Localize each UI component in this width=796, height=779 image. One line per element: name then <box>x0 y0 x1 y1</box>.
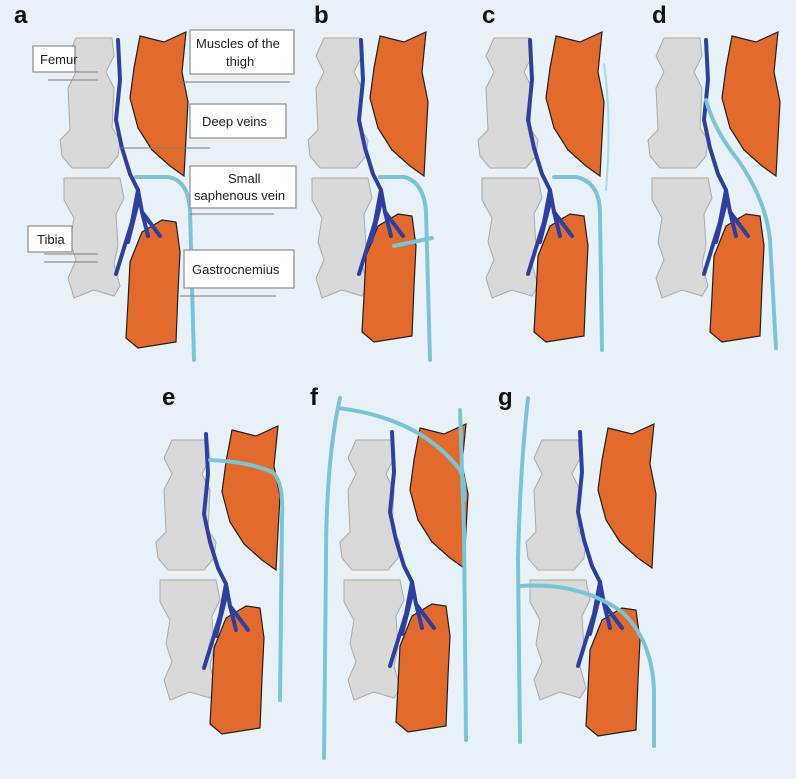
gastrocnemius-a <box>126 220 180 348</box>
bones-a <box>60 38 124 298</box>
panel-letter-e: e <box>162 384 175 411</box>
panel-f <box>324 398 468 758</box>
panel-b <box>308 32 432 360</box>
small-saphenous-label-line2: saphenous vein <box>194 188 285 203</box>
small-saphenous-vein-g-vertical <box>518 398 528 742</box>
panel-c <box>478 32 609 350</box>
thigh-muscle-a <box>130 32 188 176</box>
small-saphenous-vein-f-inner <box>460 410 466 740</box>
panel-d <box>648 32 780 348</box>
panel-letter-g: g <box>498 384 513 411</box>
panel-e <box>156 426 282 734</box>
small-saphenous-label-line1: Small <box>228 171 261 186</box>
panel-letter-c: c <box>482 2 495 29</box>
panel-letter-a: a <box>14 2 28 29</box>
thigh-muscles-label-line2: thigh <box>226 54 254 69</box>
panel-g <box>518 398 656 746</box>
panel-letter-b: b <box>314 2 329 29</box>
gastrocnemius-label: Gastrocnemius <box>192 262 280 277</box>
tibia-label: Tibia <box>37 232 65 247</box>
deep-veins-label: Deep veins <box>202 114 268 129</box>
ssv-extension-c <box>604 64 609 190</box>
panel-letter-f: f <box>310 384 319 411</box>
femur-label: Femur <box>40 52 78 67</box>
panel-a: Femur Tibia Muscles of the thigh Deep ve… <box>28 30 296 360</box>
thigh-muscles-label-line1: Muscles of the <box>196 36 280 51</box>
small-saphenous-vein-f-outer <box>324 398 340 758</box>
panel-letter-d: d <box>652 2 667 29</box>
